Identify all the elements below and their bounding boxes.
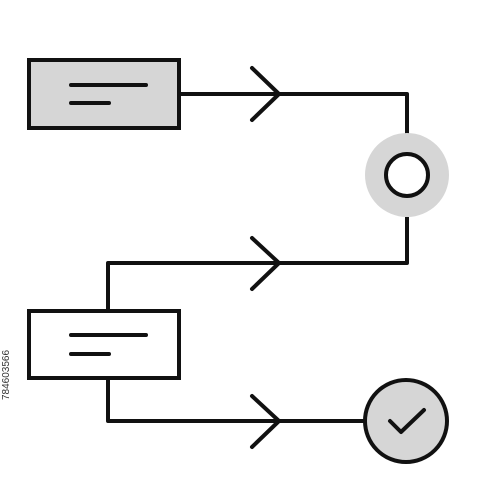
arrowhead-bottom	[250, 394, 281, 449]
end-node	[363, 378, 449, 464]
connector-bottom	[106, 378, 366, 423]
middle-node	[27, 309, 181, 380]
connector-middle	[106, 217, 409, 311]
arrowhead-top	[250, 66, 281, 122]
stock-id-label: 784603566	[1, 349, 12, 401]
start-node	[27, 58, 181, 130]
connector-top	[179, 92, 409, 135]
check-icon	[388, 408, 426, 434]
ring-connector-outline	[384, 152, 430, 198]
start-node-box	[27, 58, 181, 130]
end-node-circle	[363, 378, 449, 464]
arrowhead-middle	[250, 236, 281, 291]
ring-connector	[365, 133, 449, 217]
middle-node-box	[27, 309, 181, 380]
